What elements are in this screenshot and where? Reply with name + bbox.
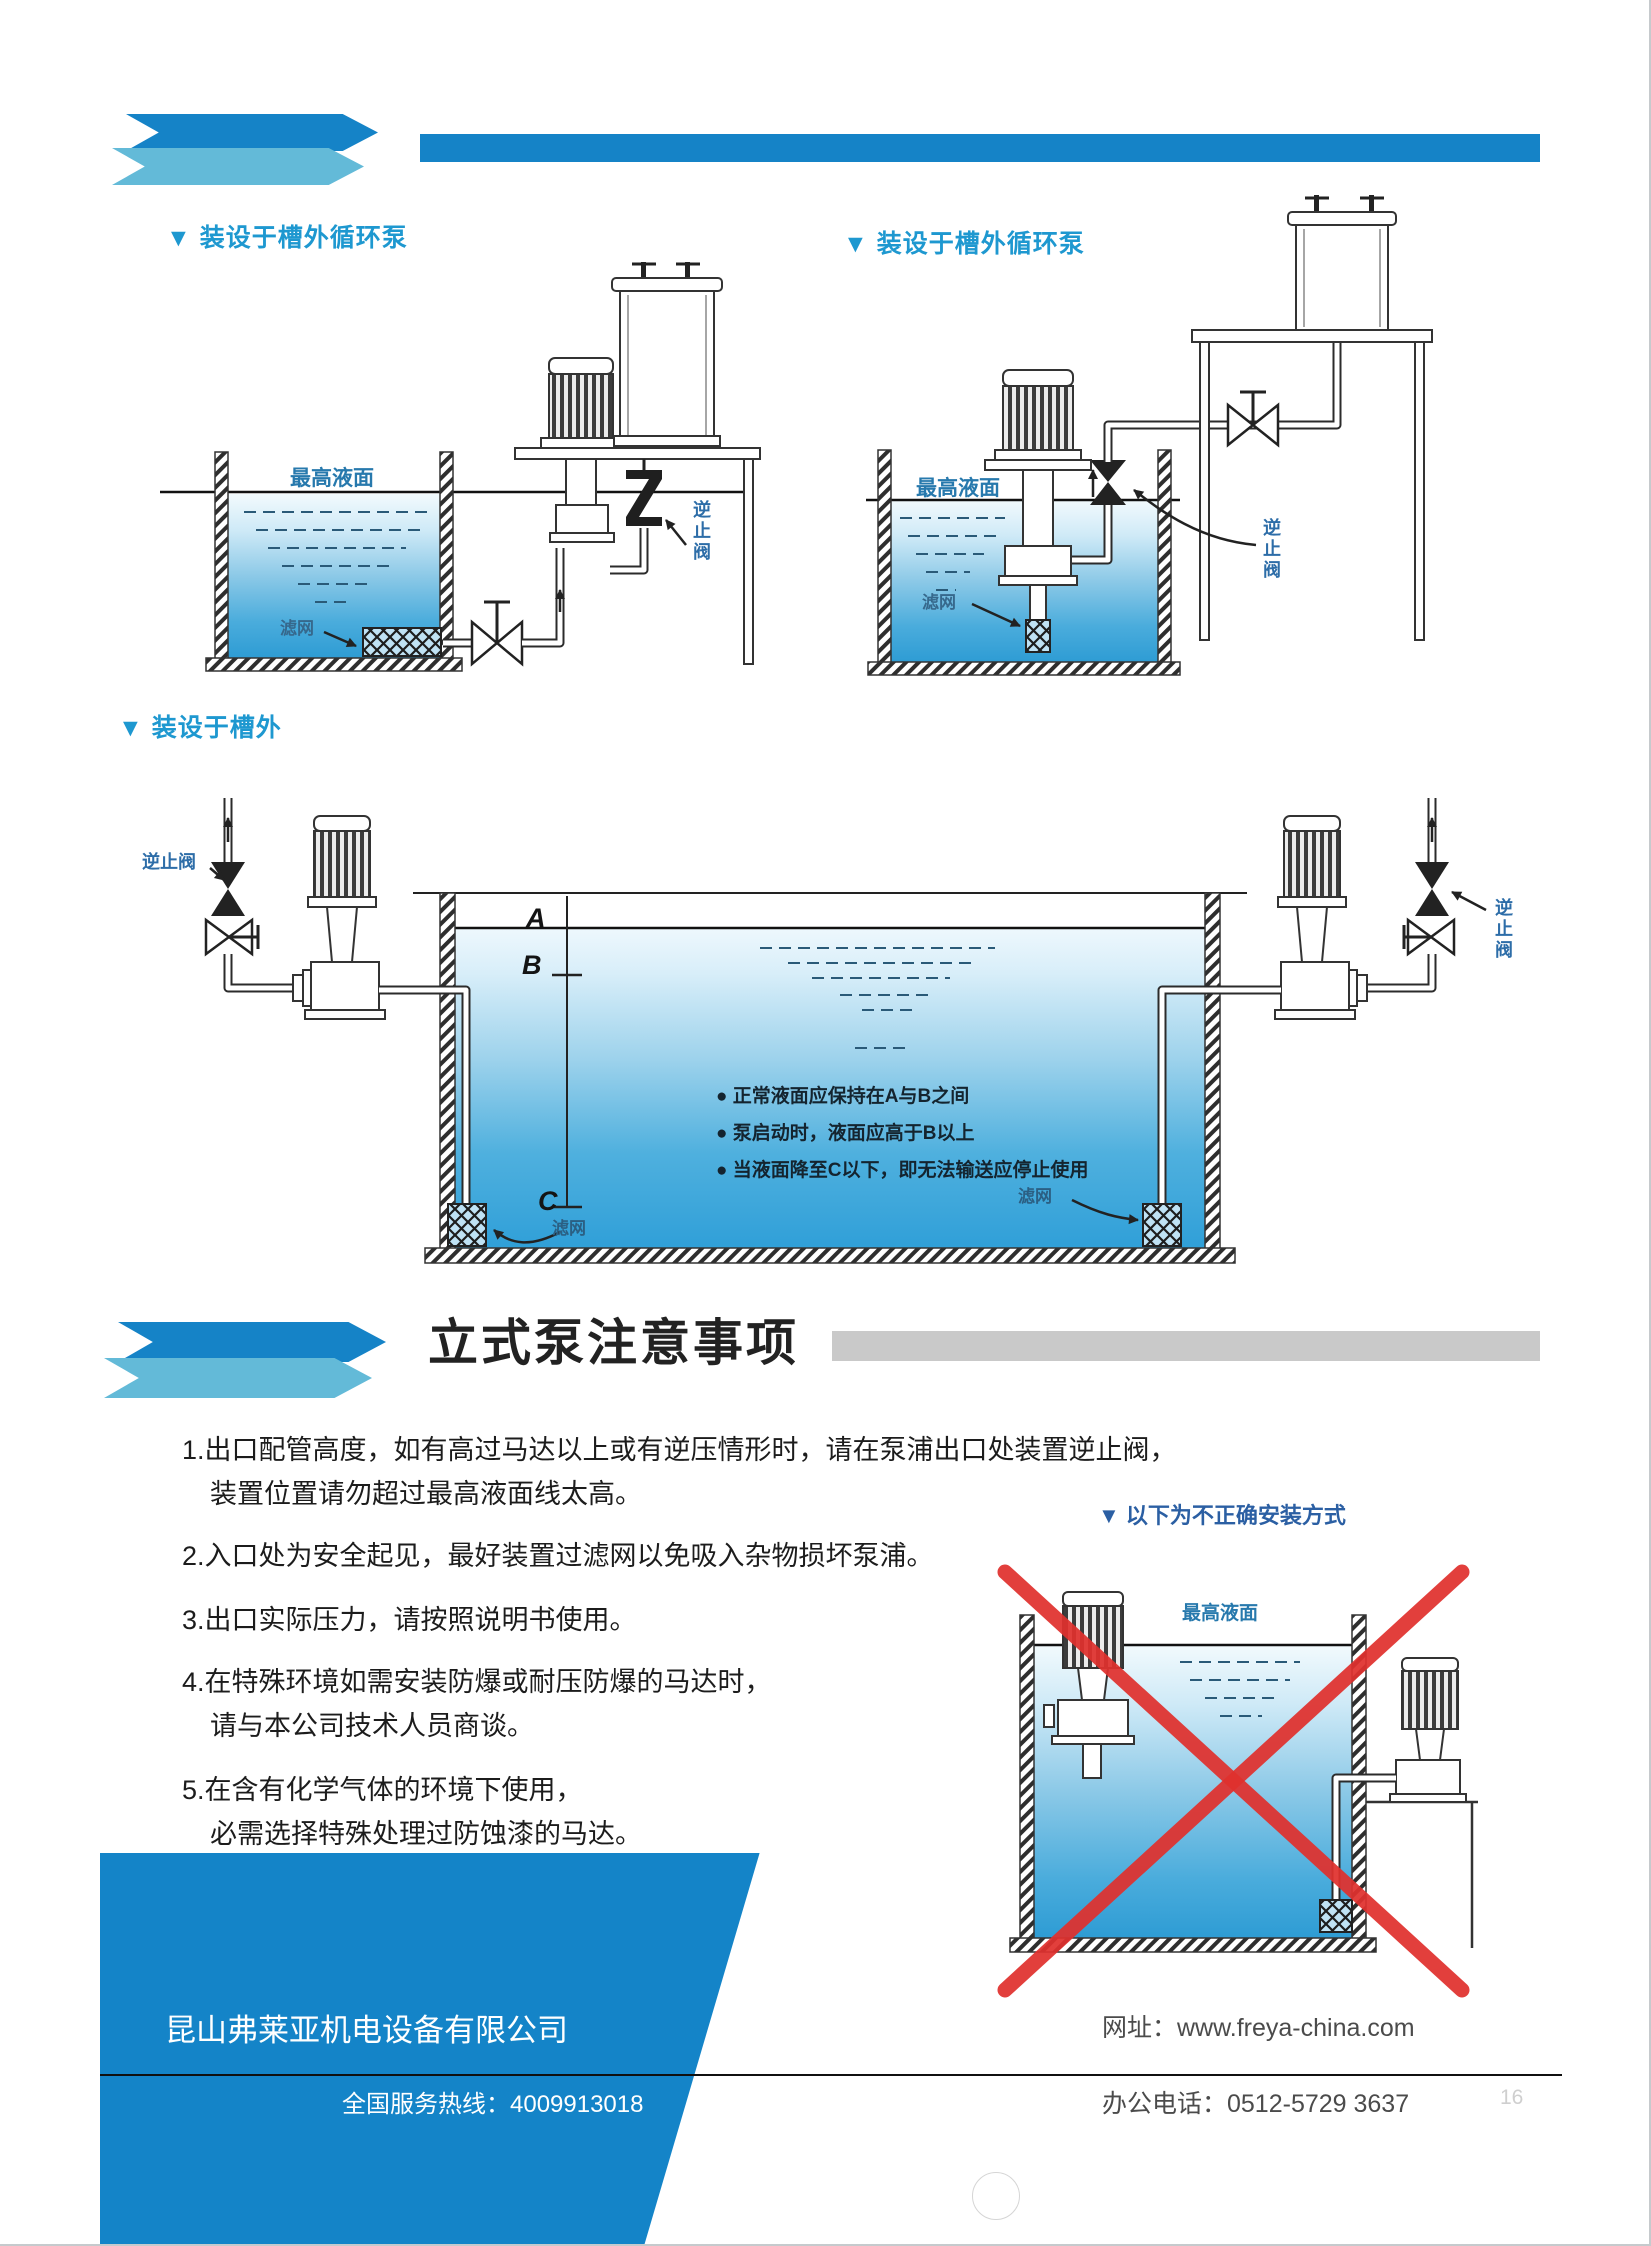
check-valve-icon — [211, 862, 245, 916]
tank-note-line: ● 当液面降至C以下，即无法输送应停止使用 — [716, 1160, 1089, 1181]
strainer-label: 滤网 — [280, 619, 314, 638]
level-marker-c: C — [538, 1186, 558, 1216]
section-label-top-left: ▼ 装设于槽外循环泵 — [166, 224, 408, 252]
notice-chevron-light — [104, 1358, 372, 1398]
hotline: 全国服务热线：4009913018 — [342, 2091, 644, 2118]
level-marker-a: A — [526, 903, 546, 933]
note-item-2: 2.入口处为安全起见，最好装置过滤网以免吸入杂物损坏泵浦。 — [182, 1534, 934, 1578]
website: 网址：www.freya-china.com — [1102, 2014, 1415, 2042]
max-level-label: 最高液面 — [916, 477, 1000, 500]
gate-valve-icon — [1402, 917, 1456, 957]
note-line: 2.入口处为安全起见，最好装置过滤网以免吸入杂物损坏泵浦。 — [182, 1541, 934, 1571]
strainer-label: 滤网 — [922, 593, 956, 612]
check-valve-icon — [1415, 862, 1449, 916]
check-valve-label: 逆止阀 — [691, 500, 711, 563]
strainer — [1142, 1203, 1182, 1247]
note-item-5: 5.在含有化学气体的环境下使用， 必需选择特殊处理过防蚀漆的马达。 — [182, 1768, 642, 1856]
note-line: 必需选择特殊处理过防蚀漆的马达。 — [210, 1819, 642, 1849]
gate-valve-icon — [1226, 390, 1280, 448]
red-cross-icon — [997, 1564, 1470, 1998]
motor-icon — [1389, 1657, 1467, 1803]
page-number: 16 — [1500, 2086, 1524, 2109]
footer-banner — [100, 1853, 760, 2244]
note-line: 3.出口实际压力，请按照说明书使用。 — [182, 1605, 637, 1635]
notice-chevron-dark — [118, 1322, 386, 1362]
diagram-top-left — [160, 262, 761, 672]
section-label-top-right: ▼ 装设于槽外循环泵 — [843, 230, 1085, 258]
tank-level-notes: ● 正常液面应保持在A与B之间 ● 泵启动时，液面应高于B以上 ● 当液面降至C… — [716, 1078, 1088, 1189]
note-line: 请与本公司技术人员商谈。 — [210, 1711, 534, 1741]
note-line: 装置位置请勿超过最高液面线太高。 — [210, 1479, 642, 1509]
check-valve-label: 逆止阀 — [1261, 518, 1281, 581]
motor-icon — [292, 815, 386, 1020]
max-level-label: 最高液面 — [1182, 1603, 1259, 1624]
diagram-top-right — [866, 195, 1433, 676]
section-label-middle: ▼ 装设于槽外 — [118, 714, 282, 742]
level-marker-b: B — [522, 950, 542, 980]
filter-tower — [1287, 195, 1397, 331]
note-line: 4.在特殊环境如需安装防爆或耐压防爆的马达时， — [182, 1667, 772, 1697]
motor-icon — [540, 357, 622, 449]
tank-note-line: ● 正常液面应保持在A与B之间 — [716, 1086, 970, 1107]
strainer-label: 滤网 — [1018, 1187, 1052, 1206]
gate-valve-icon — [204, 917, 260, 957]
gate-valve-icon — [470, 600, 524, 667]
strainer-label: 滤网 — [552, 1219, 586, 1238]
strainer — [447, 1203, 487, 1247]
tank — [413, 892, 1247, 1264]
header-chevron-light — [112, 148, 364, 185]
office-phone: 办公电话：0512-5729 3637 — [1102, 2090, 1410, 2118]
footer-divider-line — [100, 2074, 1562, 2076]
notice-gray-bar — [832, 1331, 1540, 1361]
note-item-1: 1.出口配管高度，如有高过马达以上或有逆压情形时，请在泵浦出口处装置逆止阀， 装… — [182, 1428, 1177, 1516]
max-level-label: 最高液面 — [290, 467, 374, 490]
note-line: 5.在含有化学气体的环境下使用， — [182, 1775, 583, 1805]
note-item-3: 3.出口实际压力，请按照说明书使用。 — [182, 1598, 637, 1642]
company-name: 昆山弗莱亚机电设备有限公司 — [165, 2013, 568, 2048]
motor-icon — [1274, 815, 1368, 1020]
tank — [160, 451, 748, 672]
check-valve-icon — [626, 470, 662, 526]
check-valve-label: 逆止阀 — [142, 852, 196, 872]
check-valve-label: 逆止阀 — [1493, 898, 1513, 961]
diagram-incorrect — [997, 1564, 1478, 1998]
header-chevron-dark — [126, 114, 378, 151]
note-item-4: 4.在特殊环境如需安装防爆或耐压防爆的马达时， 请与本公司技术人员商谈。 — [182, 1660, 772, 1748]
check-valve-icon — [1090, 460, 1126, 505]
strainer — [1319, 1899, 1353, 1933]
notice-title: 立式泵注意事项 — [428, 1315, 799, 1371]
page-curl-circle — [972, 2172, 1020, 2220]
level-dimension-line — [552, 896, 582, 1209]
strainer — [1025, 619, 1051, 653]
header-bar — [420, 134, 1540, 162]
filter-tower — [611, 262, 723, 447]
motor-icon — [984, 369, 1092, 471]
tank-note-line: ● 泵启动时，液面应高于B以上 — [716, 1123, 975, 1144]
strainer — [362, 627, 442, 657]
diagram-main-tank — [204, 798, 1487, 1264]
incorrect-section-label: ▼ 以下为不正确安装方式 — [1098, 1503, 1346, 1528]
note-line: 1.出口配管高度，如有高过马达以上或有逆压情形时，请在泵浦出口处装置逆止阀， — [182, 1435, 1177, 1465]
